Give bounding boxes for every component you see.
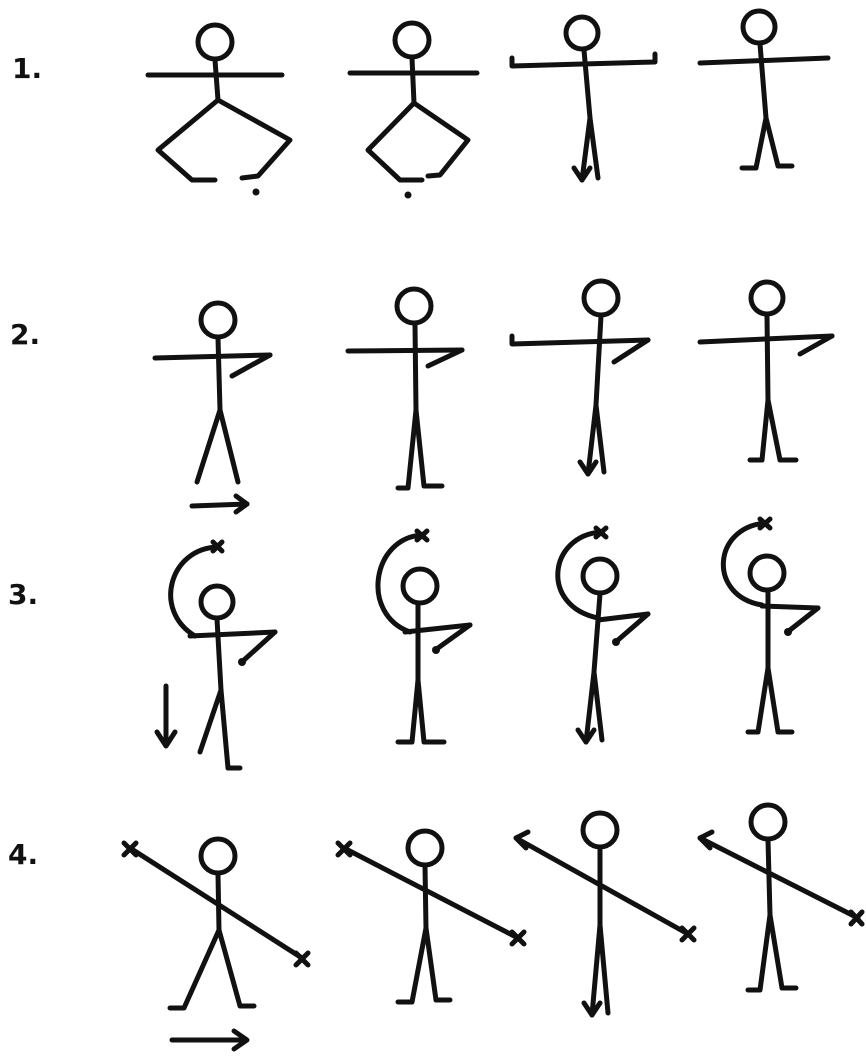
row-3 [157,519,818,768]
stick-figure-arc-2 [378,531,470,742]
stick-figure-stand-4 [700,11,828,168]
stick-figure-arm-bent-3 [512,281,648,474]
stick-figure-diagonal-1 [124,839,308,1049]
row-1 [148,11,828,199]
stick-figure-diagonal-2 [338,831,524,1002]
stick-figure-squat-2 [350,23,477,199]
row-4 [124,805,862,1049]
stick-figure-squat-1 [148,25,290,196]
stick-figure-arm-bent-4 [700,282,832,460]
stick-figure-arc-4 [723,519,818,732]
stick-figure-arm-bent-2 [348,289,462,488]
stick-figure-diagonal-4 [700,805,862,990]
stick-figure-arc-1 [157,542,275,768]
stick-figure-arm-bent-1 [155,303,270,512]
stick-figure-diagonal-3 [516,813,694,1015]
stick-figure-arc-3 [558,528,648,742]
stick-figure-stand-arms-out [512,17,655,180]
row-2 [155,281,832,512]
